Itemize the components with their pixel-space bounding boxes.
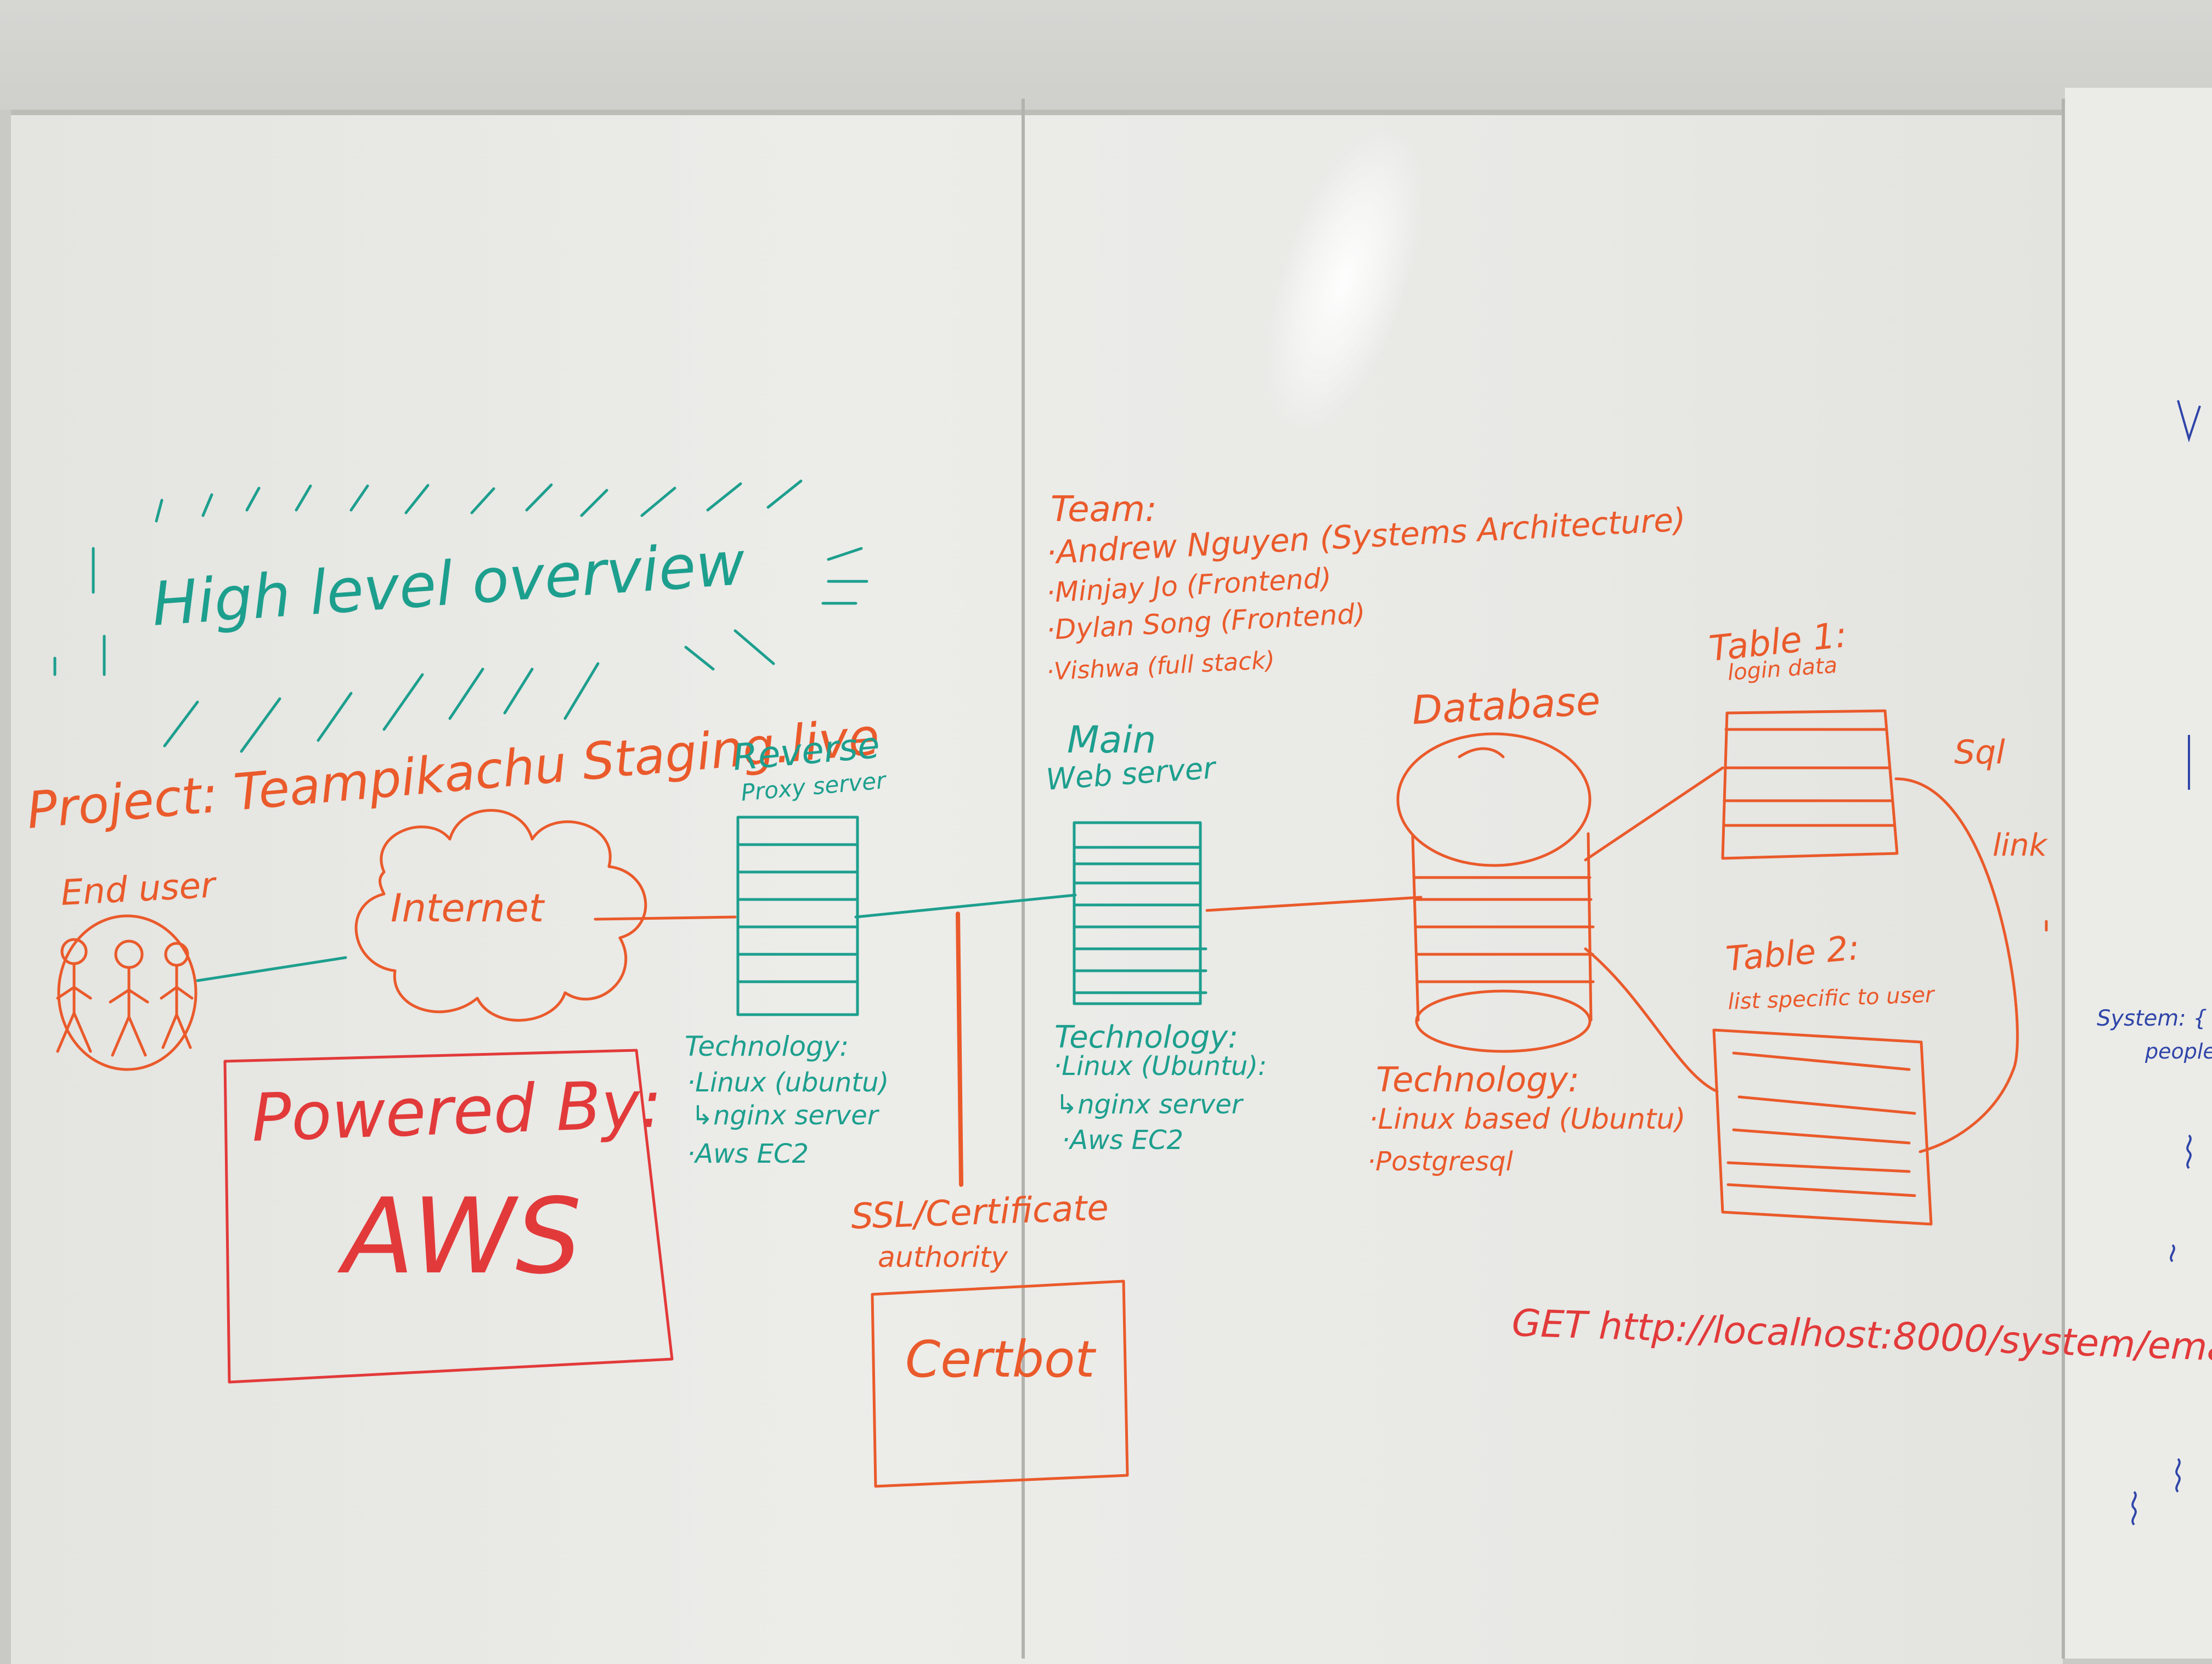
powered-by-box	[223, 1049, 674, 1384]
whiteboard	[11, 110, 2063, 1664]
internet-label: Internet	[391, 886, 545, 931]
ssl-label: SSL/Certificate	[850, 1188, 1109, 1237]
main-server-title: Main	[1067, 718, 1156, 762]
get-request-label: GET http://localhost:8000/system/email>	[1511, 1301, 2212, 1372]
team-member: ·Vishwa (full stack)	[1046, 646, 1276, 686]
tech-main-server-item: ·Linux (Ubuntu):	[1053, 1051, 1267, 1082]
table1-icon	[1721, 709, 1899, 860]
board-seam	[1022, 99, 1025, 1659]
tech-main-server-heading: Technology:	[1054, 1020, 1238, 1055]
certbot-box	[871, 1280, 1129, 1488]
tech-database-item: ·Postgresql	[1367, 1146, 1514, 1177]
ssl-authority-label: authority	[878, 1241, 1008, 1274]
tech-reverse-proxy-item: ·Aws EC2	[687, 1139, 809, 1169]
aws-label: AWS	[337, 1176, 582, 1297]
tech-reverse-proxy-item: ·Linux (ubuntu)	[687, 1067, 889, 1098]
database-icon	[1396, 732, 1595, 1053]
main-web-server-icon	[1073, 821, 1207, 1005]
wall	[0, 0, 2212, 110]
tech-reverse-proxy-heading: Technology:	[685, 1031, 849, 1062]
tech-database-item: ·Linux based (Ubuntu)	[1369, 1103, 1686, 1136]
board-seam-right	[2062, 99, 2065, 1659]
tech-main-server-item: ↳nginx server	[1056, 1089, 1244, 1120]
tech-reverse-proxy-item: ↳nginx server	[691, 1100, 880, 1131]
tech-main-server-item: ·Aws EC2	[1062, 1125, 1183, 1156]
right-board-scribbles	[2131, 400, 2201, 1526]
internet-cloud	[354, 809, 647, 1022]
certbot-label: Certbot	[905, 1330, 1096, 1389]
sql-link-line1: Sql	[1954, 733, 2005, 772]
right-board-line: people:	[2145, 1039, 2212, 1063]
table2-title: Table 2:	[1724, 927, 1861, 979]
connectors	[196, 766, 2048, 1187]
sql-link-line2: link	[1993, 828, 2049, 863]
end-user-icon	[56, 914, 198, 1071]
team-heading: Team:	[1051, 489, 1157, 530]
table2-icon	[1712, 1028, 1933, 1226]
database-label: Database	[1410, 677, 1601, 733]
title-burst-strokes	[53, 479, 868, 753]
end-user-label: End user	[60, 865, 218, 914]
whiteboard-right	[2065, 88, 2212, 1659]
powered-by-label: Powered By:	[250, 1066, 663, 1157]
table2-subtitle: list specific to user	[1728, 982, 1936, 1015]
reverse-proxy-server-icon	[736, 816, 859, 1016]
tech-database-heading: Technology:	[1376, 1060, 1579, 1100]
page-title: High level overview	[150, 528, 748, 639]
right-board-line: System: {	[2097, 1006, 2207, 1031]
